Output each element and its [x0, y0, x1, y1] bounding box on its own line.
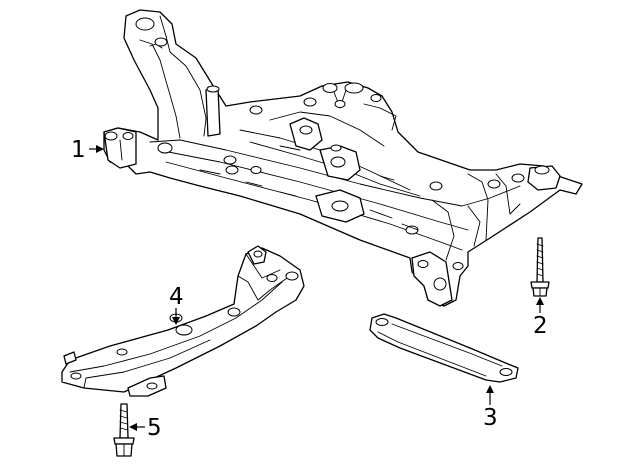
- front-subframe[interactable]: [103, 9, 583, 307]
- callout-5-label: 5: [147, 415, 162, 441]
- callout-2-arrow: [536, 297, 544, 305]
- callout-1-label: 1: [71, 137, 86, 163]
- callout-1-arrow: [96, 145, 104, 153]
- callout-4-label: 4: [169, 284, 184, 310]
- callout-2-label: 2: [533, 313, 548, 339]
- callout-3-arrow: [486, 385, 494, 393]
- lower-brace-3[interactable]: [369, 313, 519, 383]
- callout-4-arrow: [172, 317, 180, 325]
- callout-5: 5: [129, 415, 162, 441]
- bolt-2[interactable]: [530, 237, 550, 297]
- callout-5-arrow: [129, 423, 137, 431]
- callout-3-label: 3: [483, 405, 498, 431]
- callout-1: 1: [71, 137, 104, 163]
- bolt-5[interactable]: [113, 403, 135, 457]
- reinforcement-4[interactable]: [61, 245, 305, 397]
- callout-2: 2: [533, 297, 548, 339]
- callout-3: 3: [483, 385, 498, 431]
- callout-4: 4: [169, 284, 184, 325]
